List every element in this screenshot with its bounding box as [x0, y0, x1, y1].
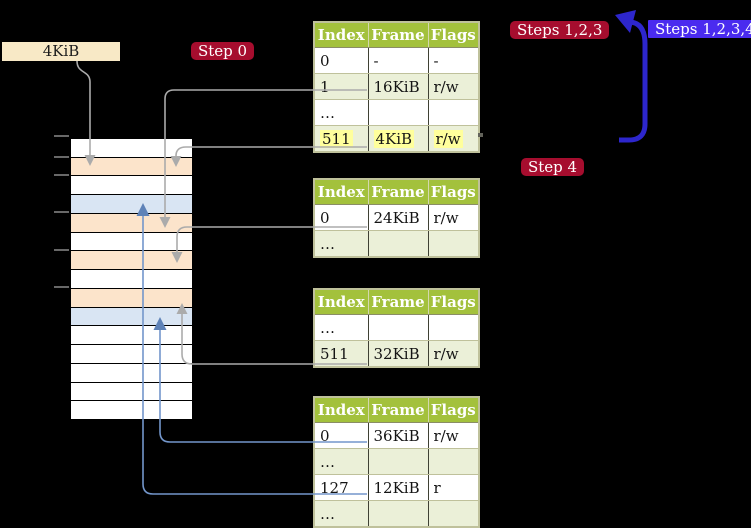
highlighted-value: 4KiB	[373, 129, 415, 148]
header-frame: Frame	[368, 289, 429, 315]
physical-memory-column	[70, 138, 193, 420]
memory-frame-row-free	[71, 232, 192, 252]
header-flags: Flags	[428, 22, 479, 48]
memory-frame-row-free	[71, 270, 192, 289]
cell-flags	[428, 448, 479, 475]
cell-frame: 32KiB	[368, 340, 429, 368]
recursive-loop-arrowhead-icon	[615, 10, 636, 33]
table-row: 511 32KiB r/w	[314, 340, 479, 368]
cell-index: …	[314, 99, 369, 126]
cell-frame: -	[368, 47, 429, 74]
table-header-row: Index Frame Flags	[314, 397, 479, 423]
cell-frame: 24KiB	[368, 204, 429, 231]
header-index: Index	[314, 397, 369, 423]
cell-frame: 12KiB	[368, 474, 429, 501]
cell-index: 127	[314, 474, 369, 501]
cell-frame	[368, 230, 429, 258]
cell-frame: 4KiB	[368, 125, 429, 153]
header-frame: Frame	[368, 179, 429, 205]
badge-steps-1-2-3: Steps 1,2,3	[510, 21, 610, 39]
table-header-row: Index Frame Flags	[314, 289, 479, 315]
cell-index: 0	[314, 422, 369, 449]
memory-frame-row-free	[71, 139, 192, 158]
memory-frame-row-table	[71, 251, 192, 271]
recursive-loop-arrow	[619, 19, 648, 143]
page-table-level-4: Index Frame Flags 0 - - 1 16KiB r/w …	[313, 21, 480, 153]
cell-flags	[428, 99, 479, 126]
badge-step-0: Step 0	[191, 42, 255, 60]
table-row: …	[314, 314, 479, 341]
cell-frame	[368, 500, 429, 528]
memory-frame-row-free	[71, 401, 192, 420]
table-header-row: Index Frame Flags	[314, 22, 479, 48]
cell-flags	[428, 500, 479, 528]
cell-index: 511	[314, 125, 369, 153]
cell-frame: 16KiB	[368, 73, 429, 100]
cell-index: …	[314, 230, 369, 258]
cell-index: 0	[314, 47, 369, 74]
cell-flags: r/w	[428, 73, 479, 100]
table-row: …	[314, 230, 479, 258]
header-index: Index	[314, 289, 369, 315]
cell-flags	[428, 314, 479, 341]
table-row: 127 12KiB r	[314, 474, 479, 501]
cell-flags: r	[428, 474, 479, 501]
table-row: …	[314, 99, 479, 126]
cell-flags: -	[428, 47, 479, 74]
table-row: …	[314, 448, 479, 475]
memory-frame-row-table	[71, 288, 192, 308]
table-row: …	[314, 500, 479, 528]
header-flags: Flags	[428, 289, 479, 315]
cell-frame: 36KiB	[368, 422, 429, 449]
cell-index: 1	[314, 73, 369, 100]
memory-frame-row-free	[71, 326, 192, 346]
header-flags: Flags	[428, 179, 479, 205]
table-header-row: Index Frame Flags	[314, 179, 479, 205]
header-index: Index	[314, 22, 369, 48]
badge-step-4: Step 4	[521, 158, 585, 176]
page-table-level-1: Index Frame Flags 0 36KiB r/w … 127 12Ki…	[313, 396, 480, 528]
highlighted-value: r/w	[433, 129, 463, 148]
header-frame: Frame	[368, 22, 429, 48]
memory-frame-row-table	[71, 157, 192, 177]
memory-frame-row-table	[71, 213, 192, 233]
cell-flags: r/w	[428, 422, 479, 449]
memory-frame-row-free	[71, 382, 192, 402]
table-row-highlighted: 511 4KiB r/w	[314, 125, 479, 153]
cell-flags	[428, 230, 479, 258]
cell-flags: r/w	[428, 340, 479, 368]
cell-frame	[368, 314, 429, 341]
page-table-level-2: Index Frame Flags … 511 32KiB r/w	[313, 288, 480, 368]
cell-frame	[368, 448, 429, 475]
highlighted-value: 511	[320, 129, 353, 148]
table-row: 0 24KiB r/w	[314, 204, 479, 231]
frame-size-label: 4KiB	[2, 42, 120, 61]
memory-frame-row-free	[71, 363, 192, 383]
header-index: Index	[314, 179, 369, 205]
cell-index: …	[314, 500, 369, 528]
cell-index: …	[314, 448, 369, 475]
table-row: 1 16KiB r/w	[314, 73, 479, 100]
page-table-level-3: Index Frame Flags 0 24KiB r/w …	[313, 178, 480, 258]
memory-frame-row-page	[71, 307, 192, 327]
cell-index: 0	[314, 204, 369, 231]
memory-tick-marks	[54, 135, 69, 288]
header-flags: Flags	[428, 397, 479, 423]
cell-flags: r/w	[428, 125, 479, 153]
cell-index: …	[314, 314, 369, 341]
header-frame: Frame	[368, 397, 429, 423]
memory-frame-row-free	[71, 176, 192, 196]
cell-flags: r/w	[428, 204, 479, 231]
table-row: 0 36KiB r/w	[314, 422, 479, 449]
cell-frame	[368, 99, 429, 126]
memory-frame-row-page	[71, 195, 192, 214]
cell-index: 511	[314, 340, 369, 368]
badge-steps-1-2-3-4: Steps 1,2,3,4	[648, 20, 751, 38]
table-row: 0 - -	[314, 47, 479, 74]
memory-frame-row-free	[71, 345, 192, 364]
